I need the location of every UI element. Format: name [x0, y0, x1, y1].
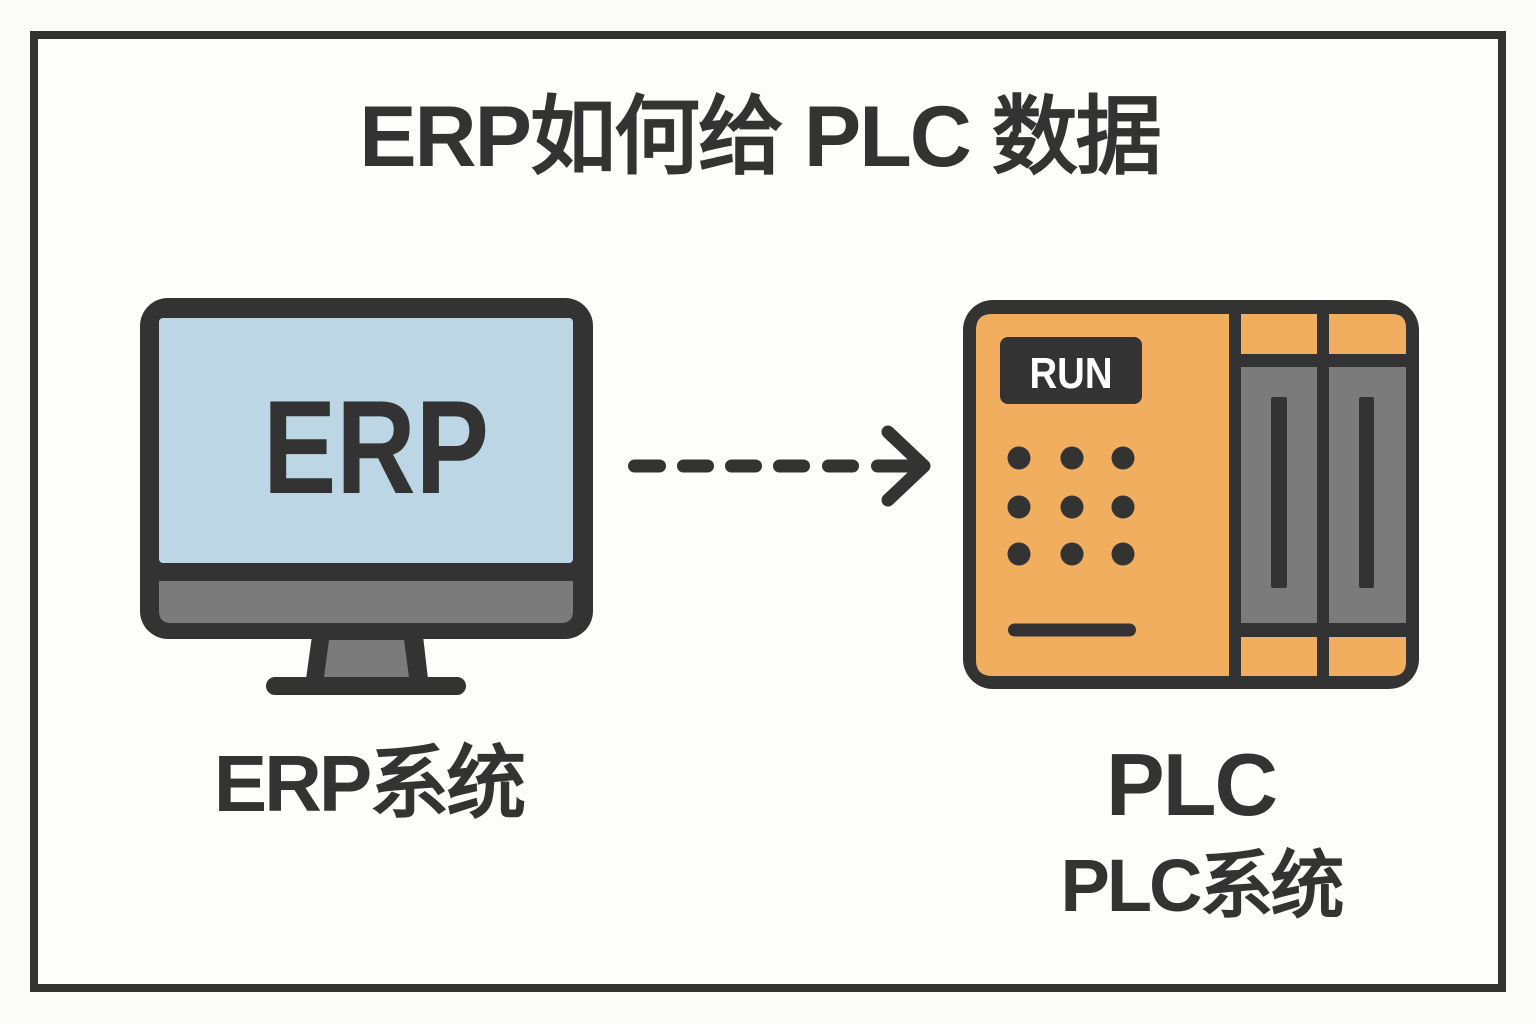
monitor-chin [159, 581, 573, 623]
plc-indicator-light [1007, 495, 1031, 519]
plc-indicator-light [1111, 542, 1135, 566]
dashed-arrow-right-icon [628, 425, 931, 507]
plc-indicator-light [1007, 446, 1031, 470]
erp-system-label: ERP系统 [213, 739, 527, 828]
plc-indicator-light [1060, 446, 1084, 470]
plc-indicator-light [1111, 495, 1135, 519]
plc-module-bottom-cap [1241, 637, 1317, 676]
plc-module-slot [1271, 397, 1287, 588]
diagram-title: ERP如何给 PLC 数据 [359, 89, 1162, 185]
plc-indicator-light [1007, 542, 1031, 566]
plc-indicator-light [1111, 446, 1135, 470]
plc-status-badge [1000, 337, 1142, 404]
computer-monitor-icon: ERP [140, 298, 593, 695]
plc-indicator-light [1060, 495, 1084, 519]
plc-indicator-grid [1007, 446, 1135, 566]
plc-module-bottom-cap [1329, 637, 1406, 676]
plc-module-top-cap [1241, 314, 1317, 354]
plc-module-slot [1359, 397, 1374, 588]
plc-status-text: RUN [1030, 349, 1113, 398]
plc-title: PLC [1106, 735, 1278, 834]
plc-controller-icon: RUN [963, 300, 1419, 689]
plc-system-label: PLC系统 [1060, 844, 1345, 927]
plc-indicator-light [1060, 542, 1084, 566]
monitor-neck [324, 640, 409, 677]
monitor-base [266, 677, 466, 695]
monitor-screen [159, 318, 573, 563]
monitor-screen-text: ERP [263, 374, 489, 522]
arrow-head [881, 425, 931, 507]
plc-main-panel [976, 314, 1229, 676]
plc-module-top-cap [1329, 314, 1406, 354]
